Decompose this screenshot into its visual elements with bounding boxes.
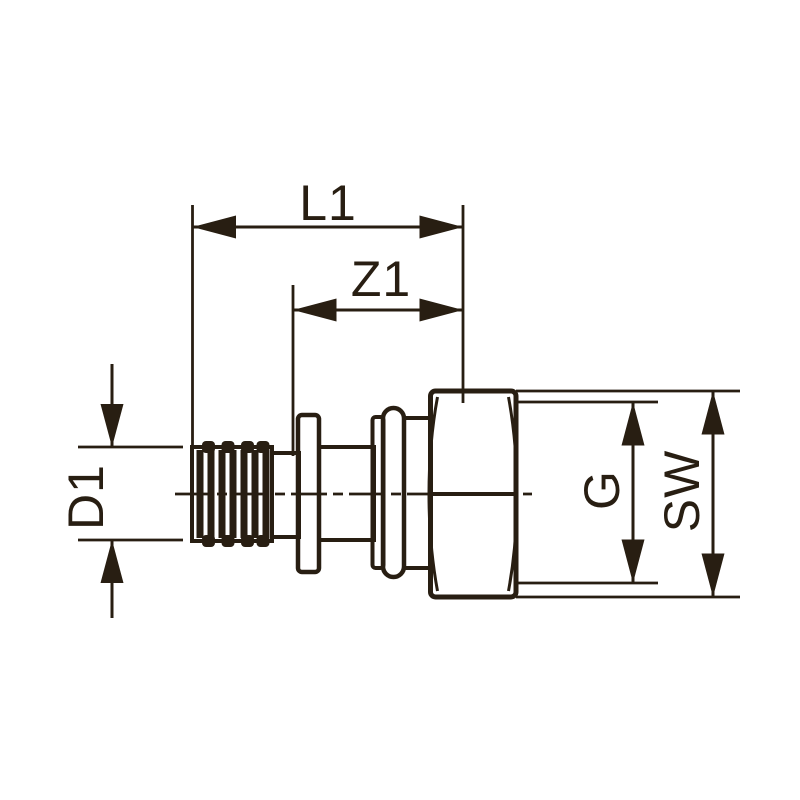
hex-chamfer-left [427,396,439,592]
d1-arrow-up-icon [100,540,124,583]
l1-arrow-right-icon [419,215,463,239]
l1-arrow-left-icon [192,215,236,239]
g-arrow-up-icon [621,402,645,446]
z1-arrow-left-icon [293,298,337,322]
union-bead [370,405,407,580]
sw-arrow-down-icon [701,553,725,597]
d1-label: D1 [58,464,114,530]
dimension-l1: L1 [191,175,465,447]
sw-label: SW [654,450,710,533]
fitting-body [190,388,519,600]
g-label: G [574,470,630,510]
hex-chamfer-right [507,396,519,592]
sw-arrow-up-icon [701,391,725,435]
z1-arrow-right-icon [419,298,463,322]
dimension-g: G [518,400,658,585]
dimension-z1: Z1 [291,251,463,456]
nut-washer-face [404,416,431,570]
barbed-end [190,441,274,547]
l1-label: L1 [299,175,357,231]
d1-arrow-down-icon [100,404,124,447]
z1-label: Z1 [351,251,411,307]
g-arrow-down-icon [621,539,645,583]
union-nut [427,388,519,600]
dimension-sw: SW [516,389,740,599]
dimension-d1: D1 [58,364,183,618]
